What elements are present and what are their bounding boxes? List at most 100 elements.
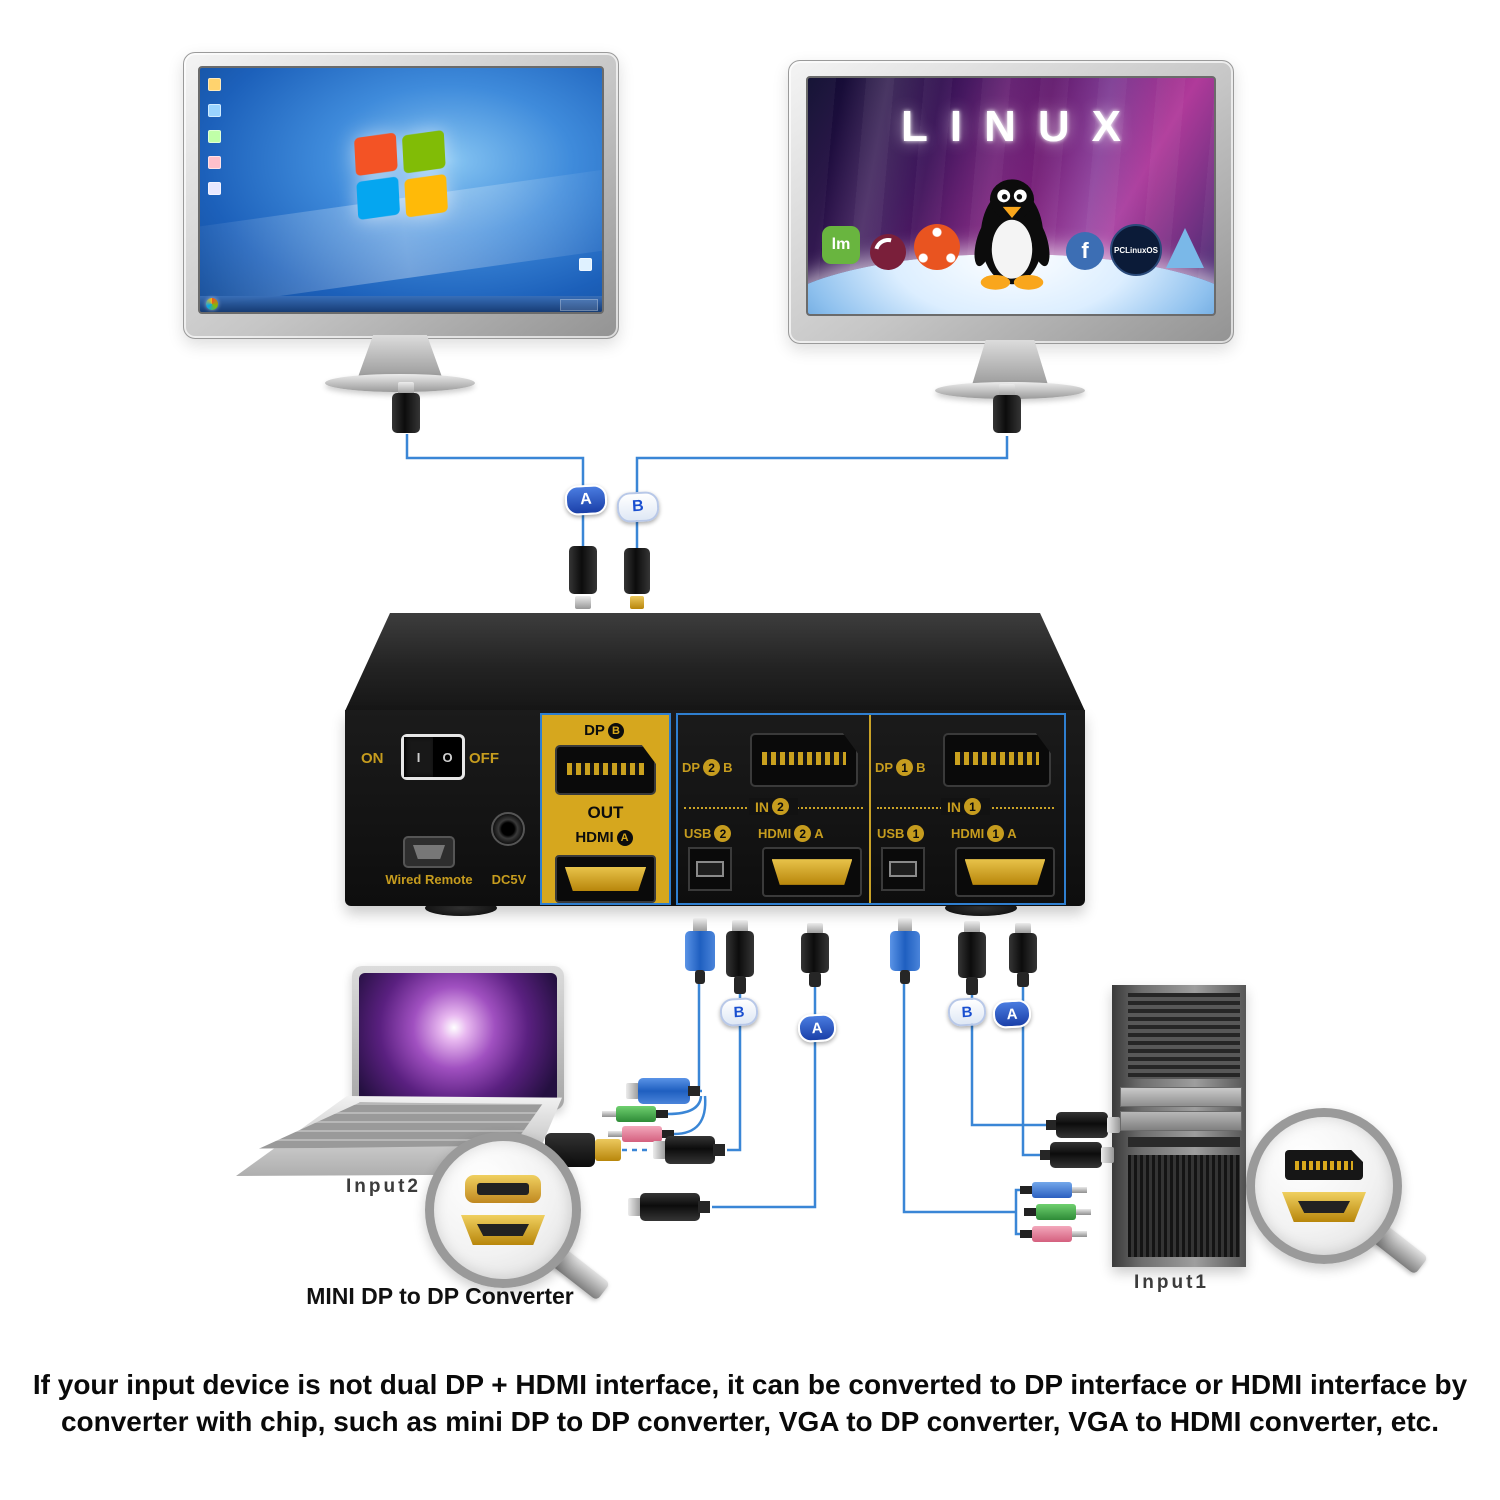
- dp-in2-port[interactable]: [750, 733, 858, 787]
- ubuntu-logo: [914, 224, 960, 270]
- dp2b-text: DP: [682, 760, 701, 775]
- usb-in2-port[interactable]: [688, 847, 732, 891]
- tower-top-vents: [1128, 993, 1240, 1079]
- cable-stub: [713, 1144, 725, 1156]
- jack-pin: [1072, 1231, 1087, 1237]
- output-b-dp-connector: [624, 548, 650, 612]
- desktop-tower: [1112, 985, 1246, 1267]
- dp-out-port[interactable]: [555, 745, 656, 795]
- hdmi-tongue: [771, 859, 853, 885]
- jack-pin: [608, 1131, 623, 1137]
- dp1b-text: DP: [875, 760, 894, 775]
- linux-monitor: LINUX lm f PCLinuxOS: [788, 60, 1234, 344]
- windows-flag-yellow-pane: [404, 173, 448, 218]
- linux-wallpaper-title: LINUX: [901, 102, 1143, 151]
- plug-tip: [1107, 1117, 1120, 1133]
- desktop-icon: [208, 130, 221, 143]
- monitor1-stand-neck: [358, 335, 442, 377]
- hdmi2a-letter: A: [814, 826, 824, 841]
- mountain-logo: [1166, 228, 1204, 268]
- hdmi2a-text: HDMI: [758, 826, 792, 841]
- plug-body: [1009, 933, 1037, 973]
- footer-line2: converter with chip, such as mini DP to …: [60, 1406, 1440, 1437]
- plug-body: [640, 1193, 700, 1221]
- rocker-off-mark: O: [442, 749, 453, 765]
- plug-tip: [807, 923, 823, 934]
- cable-hdmi-a-left: [712, 987, 817, 1209]
- input1-label: Input1: [1134, 1272, 1209, 1293]
- usb-in1-port[interactable]: [881, 847, 925, 891]
- usb-slot: [889, 861, 917, 877]
- hdmi-in2-port[interactable]: [762, 847, 862, 897]
- desktop-icon: [208, 156, 221, 169]
- hdmi-in1-port[interactable]: [955, 847, 1055, 897]
- jack-stub: [662, 1130, 674, 1138]
- wired-remote-port[interactable]: [403, 836, 455, 868]
- dp-plug-to-converter: [653, 1136, 725, 1164]
- tower-mesh: [1128, 1155, 1240, 1257]
- dp-pins: [762, 752, 846, 765]
- optical-drive-bay: [1120, 1087, 1242, 1107]
- windows-screen: [198, 66, 604, 314]
- usb2-text: USB: [684, 826, 712, 841]
- cable-audio-pink-left: [673, 1095, 707, 1136]
- dp-b-cable-plug-right: [958, 921, 986, 995]
- hdmi-plug-to-tower: [1040, 1142, 1114, 1168]
- plug-tip-gold: [630, 596, 644, 609]
- dp-out-label-text: DP: [584, 722, 605, 739]
- jack-stub: [1020, 1186, 1032, 1194]
- plug-body: [624, 548, 650, 594]
- tux-penguin-icon: [974, 179, 1050, 290]
- jack-pin: [1072, 1187, 1087, 1193]
- hdmi-out-port[interactable]: [555, 855, 656, 903]
- windows-taskbar: [200, 296, 602, 312]
- power-rocker-switch[interactable]: I O: [401, 734, 465, 780]
- mini-dp-gold-tip: [595, 1139, 621, 1161]
- linux-mint-logo: lm: [822, 226, 860, 264]
- footer-line1: If your input device is not dual DP + HD…: [32, 1369, 1468, 1400]
- jack-stub: [1020, 1230, 1032, 1238]
- out-label: OUT: [587, 803, 624, 822]
- hdmi-out-circle-a: A: [616, 829, 633, 846]
- audio-jack-pink-right: [1020, 1226, 1106, 1242]
- plug-body: [726, 931, 754, 977]
- cable-usb1: [902, 984, 1016, 1214]
- cable-stub: [695, 970, 705, 984]
- badge-a-left: A: [797, 1013, 837, 1043]
- cable-dp-b-right: [970, 995, 1046, 1127]
- dc-power-jack[interactable]: [491, 812, 525, 846]
- hdmi-tongue: [564, 866, 647, 892]
- jack-body: [1032, 1182, 1072, 1198]
- cable-monitor1-to-a: [405, 434, 585, 487]
- hdmi1a-letter: A: [1007, 826, 1017, 841]
- circle-2-icon: 2: [703, 759, 721, 776]
- jack-body: [622, 1126, 662, 1142]
- cable-stub: [1046, 1120, 1058, 1130]
- usb-plug-body: [685, 931, 715, 971]
- plug-body: [569, 546, 597, 594]
- hdmi1a-text: HDMI: [951, 826, 985, 841]
- usb1-cable-plug: [890, 918, 920, 984]
- plug-body: [1050, 1142, 1102, 1168]
- cable-stub: [1017, 972, 1029, 987]
- cable-usb2: [697, 982, 702, 1093]
- jack-body: [1032, 1226, 1072, 1242]
- audio-jack-blue-right: [1020, 1182, 1106, 1198]
- cable-stub: [698, 1201, 710, 1213]
- converter-magnifier: [425, 1132, 581, 1288]
- dp-in1-port[interactable]: [943, 733, 1051, 787]
- usb-b-plug-left: [626, 1078, 700, 1104]
- pclinuxos-logo: PCLinuxOS: [1110, 224, 1162, 276]
- power-off-label: OFF: [469, 750, 499, 767]
- plug-tip: [653, 1141, 666, 1159]
